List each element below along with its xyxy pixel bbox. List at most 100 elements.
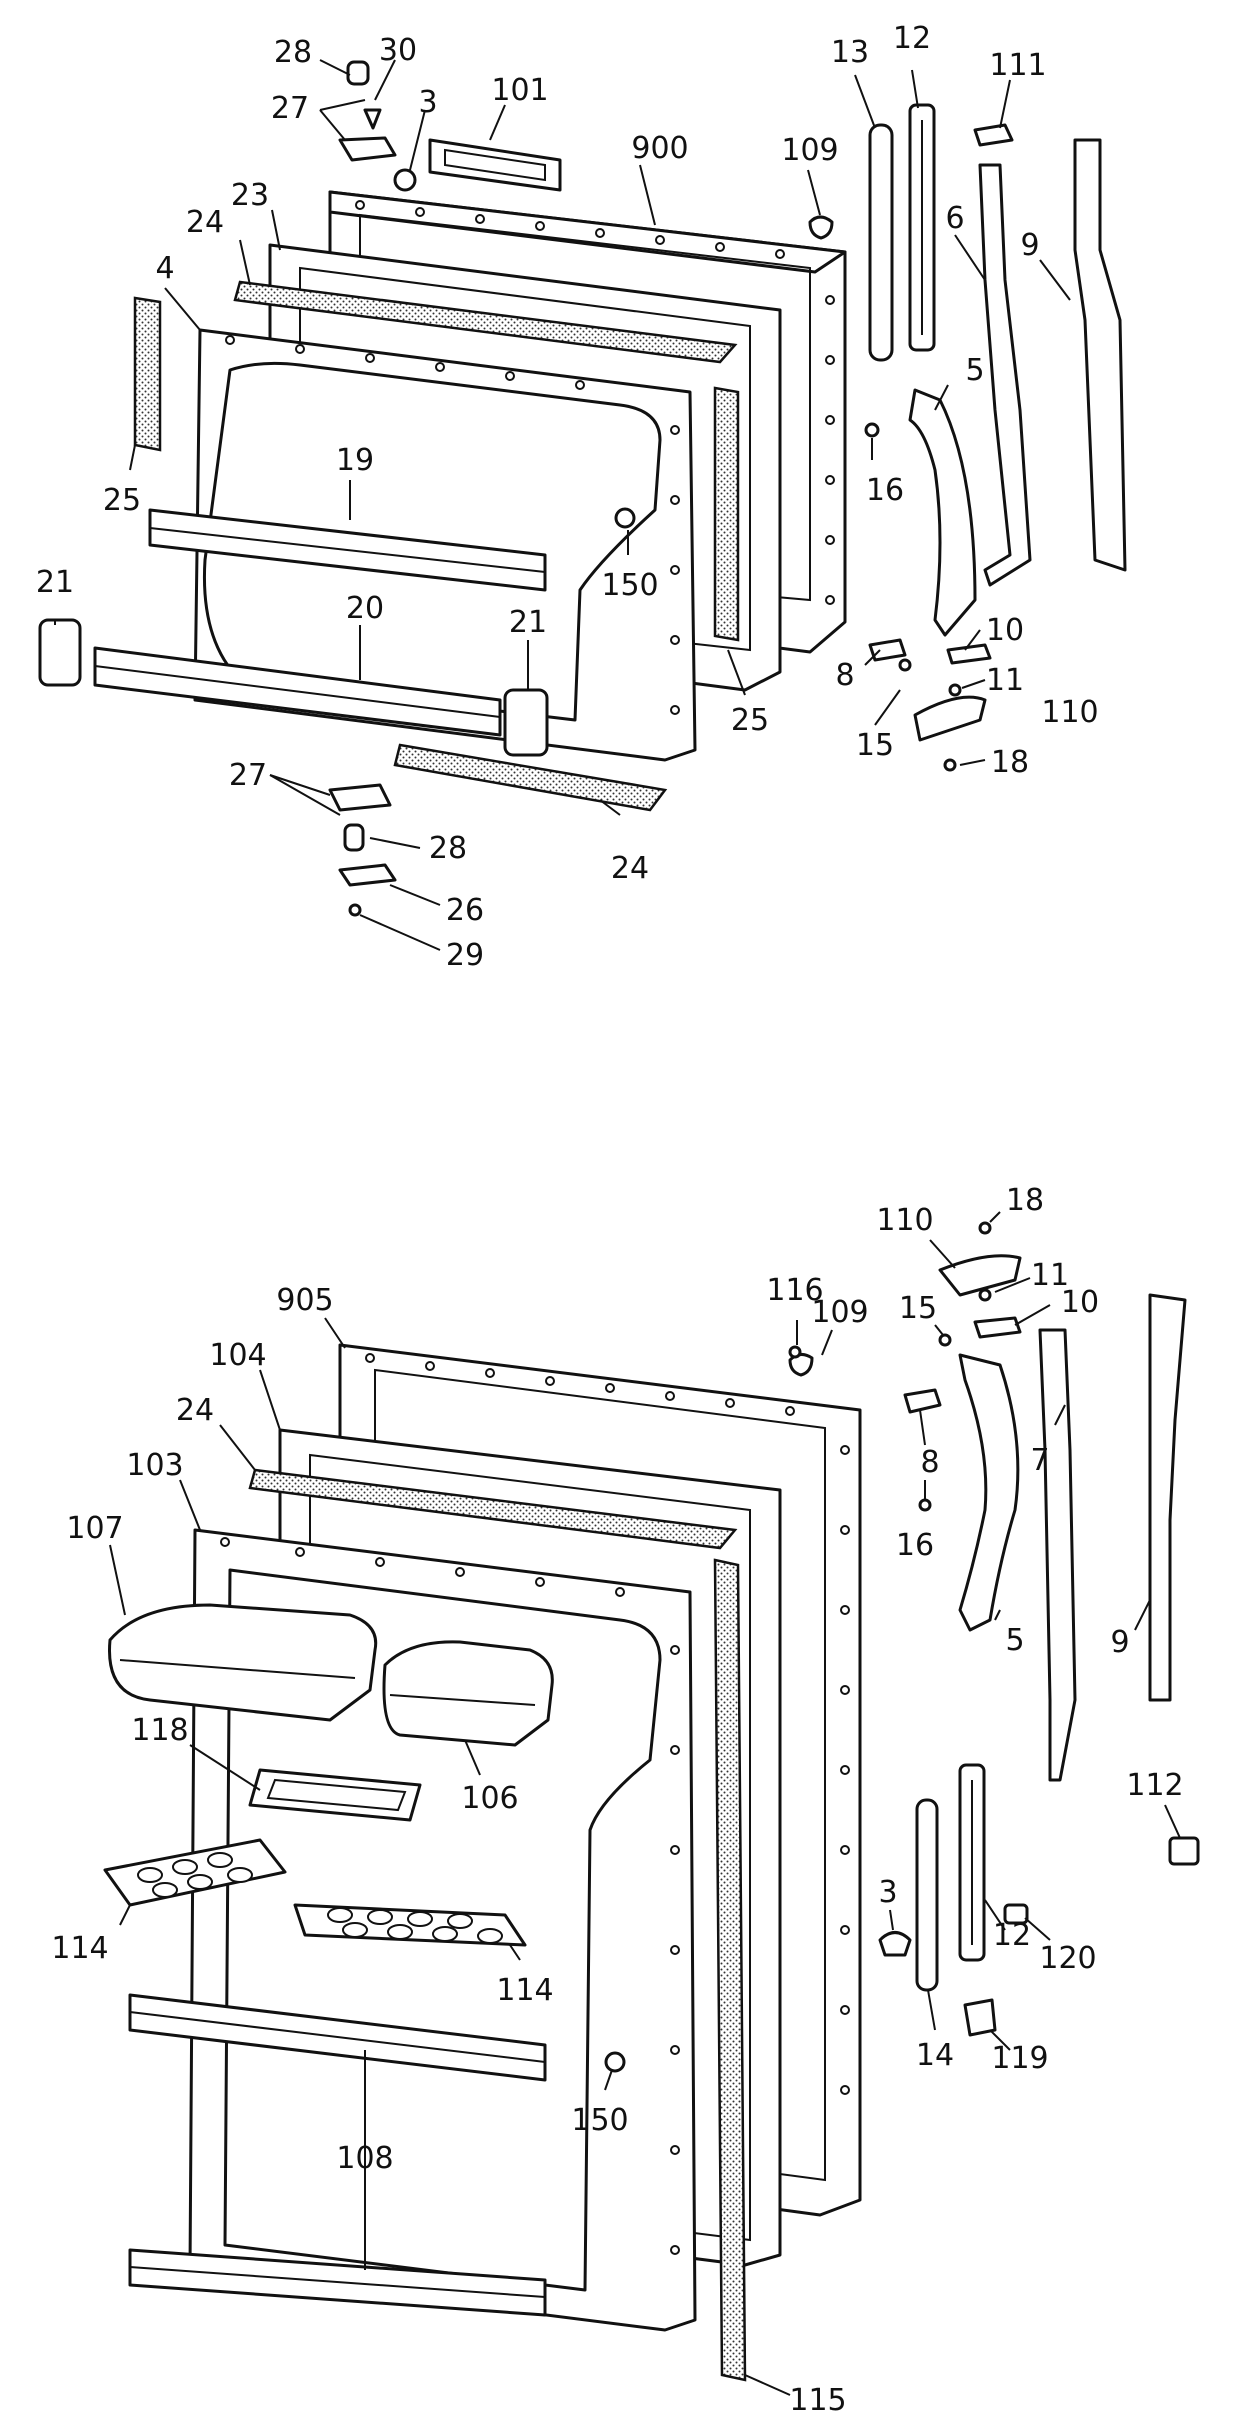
egg-tray-114-left xyxy=(103,1838,287,1907)
label-106: 106 xyxy=(461,1781,518,1816)
label-900: 900 xyxy=(631,131,688,166)
label-28: 28 xyxy=(274,35,312,70)
label-5: 5 xyxy=(965,353,984,388)
label-118: 118 xyxy=(131,1713,188,1748)
label-15: 15 xyxy=(899,1291,937,1326)
dike-strip-115 xyxy=(713,1558,747,2382)
label-8: 8 xyxy=(920,1445,939,1480)
label-116: 116 xyxy=(766,1273,823,1308)
label-25-left: 25 xyxy=(103,483,141,518)
label-24-bottom: 24 xyxy=(611,851,649,886)
label-9: 9 xyxy=(1020,228,1039,263)
shelf-rail-108-upper xyxy=(128,1993,547,2082)
label-109: 109 xyxy=(781,133,838,168)
hardware-bottom-right xyxy=(788,1221,1200,2037)
label-114-left: 114 xyxy=(51,1931,108,1966)
bracket-111 xyxy=(973,123,1014,147)
dike-strip-25-left xyxy=(133,296,162,452)
dike-strip-24-top xyxy=(233,280,738,364)
label-20: 20 xyxy=(346,591,384,626)
label-3: 3 xyxy=(418,85,437,120)
label-905: 905 xyxy=(276,1283,333,1318)
label-5: 5 xyxy=(1005,1623,1024,1658)
label-19: 19 xyxy=(336,443,374,478)
label-119: 119 xyxy=(991,2041,1048,2076)
bin-cover-107 xyxy=(108,1603,378,1722)
dike-strip-25-right xyxy=(713,386,740,642)
label-111: 111 xyxy=(989,48,1046,83)
hardware-top-right xyxy=(864,422,992,772)
end-cap-21-right xyxy=(503,688,549,757)
hinge-parts-bottom xyxy=(328,783,397,917)
label-114-right: 114 xyxy=(496,1973,553,2008)
shelf-rail-19 xyxy=(148,508,547,592)
label-21-left: 21 xyxy=(36,565,74,600)
dike-strip-24-lower xyxy=(248,1468,738,1550)
label-24: 24 xyxy=(186,205,224,240)
label-30: 30 xyxy=(379,33,417,68)
label-112: 112 xyxy=(1126,1768,1183,1803)
label-107: 107 xyxy=(66,1511,123,1546)
label-150: 150 xyxy=(571,2103,628,2138)
label-7: 7 xyxy=(1030,1443,1049,1478)
label-23: 23 xyxy=(231,178,269,213)
strip-13 xyxy=(868,123,894,362)
label-25-right: 25 xyxy=(731,703,769,738)
shelf-rail-20 xyxy=(93,646,502,737)
plug-109 xyxy=(808,215,834,240)
label-108: 108 xyxy=(336,2141,393,2176)
label-4: 4 xyxy=(155,251,174,286)
label-101: 101 xyxy=(491,73,548,108)
label-110: 110 xyxy=(1041,695,1098,730)
label-24: 24 xyxy=(176,1393,214,1428)
label-3: 3 xyxy=(878,1875,897,1910)
bottom-door-assembly: 110 18 11 10 15 116 109 905 104 24 103 1… xyxy=(51,1183,1200,2418)
label-9: 9 xyxy=(1110,1625,1129,1660)
hinge-parts-top xyxy=(338,60,417,192)
label-109: 109 xyxy=(811,1295,868,1330)
screw-150 xyxy=(614,507,636,529)
label-27-bottom: 27 xyxy=(229,758,267,793)
labels-top: 28 30 27 3 101 900 109 13 12 111 23 24 4… xyxy=(36,21,1099,973)
label-12: 12 xyxy=(993,1918,1031,1953)
shelf-rail-108-lower xyxy=(128,2248,547,2317)
end-cap-21-left xyxy=(38,618,82,687)
label-150: 150 xyxy=(601,568,658,603)
label-13: 13 xyxy=(831,35,869,70)
top-door-assembly: 28 30 27 3 101 900 109 13 12 111 23 24 4… xyxy=(36,21,1127,973)
labels-bottom: 110 18 11 10 15 116 109 905 104 24 103 1… xyxy=(51,1183,1183,2418)
tray-118 xyxy=(248,1768,422,1822)
label-18: 18 xyxy=(1006,1183,1044,1218)
label-16: 16 xyxy=(896,1528,934,1563)
label-26: 26 xyxy=(446,893,484,928)
label-15: 15 xyxy=(856,728,894,763)
handle-arm-5 xyxy=(908,388,977,637)
label-14: 14 xyxy=(916,2038,954,2073)
label-11: 11 xyxy=(1031,1258,1069,1293)
handle-101 xyxy=(428,138,562,192)
channel-12 xyxy=(908,103,936,352)
label-103: 103 xyxy=(126,1448,183,1483)
label-28-bottom: 28 xyxy=(429,831,467,866)
label-104: 104 xyxy=(209,1338,266,1373)
label-10: 10 xyxy=(1061,1285,1099,1320)
label-115: 115 xyxy=(789,2383,846,2418)
label-16: 16 xyxy=(866,473,904,508)
trim-strip-9 xyxy=(1073,138,1127,572)
hinge-arm-6 xyxy=(978,163,1032,587)
label-8: 8 xyxy=(835,658,854,693)
label-21-right: 21 xyxy=(509,605,547,640)
label-29: 29 xyxy=(446,938,484,973)
label-12: 12 xyxy=(893,21,931,56)
bin-cover-106 xyxy=(382,1640,554,1747)
label-27: 27 xyxy=(271,91,309,126)
label-110: 110 xyxy=(876,1203,933,1238)
dike-strip-24-bottom xyxy=(393,743,668,812)
label-18: 18 xyxy=(991,745,1029,780)
egg-tray-114-right xyxy=(293,1903,527,1947)
label-120: 120 xyxy=(1039,1941,1096,1976)
leader-lines-top xyxy=(54,59,1071,951)
label-11: 11 xyxy=(986,663,1024,698)
screw-150-lower xyxy=(604,2051,626,2073)
